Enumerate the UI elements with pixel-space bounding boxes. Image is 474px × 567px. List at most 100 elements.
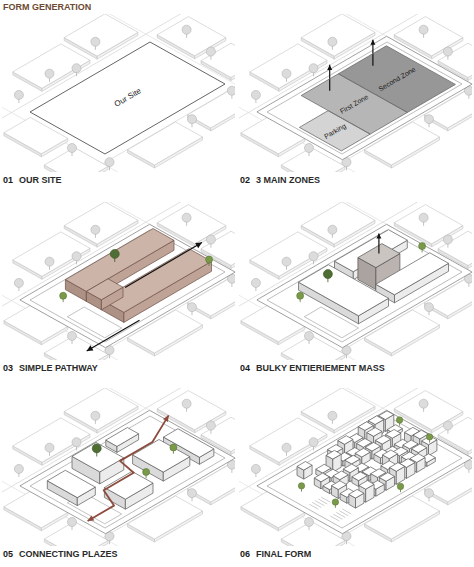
mass-top	[101, 249, 211, 313]
caption-text: CONNECTING PLAZES	[19, 550, 118, 559]
tree-crown	[14, 278, 23, 287]
context	[239, 202, 472, 360]
arrow-head	[163, 415, 169, 422]
tree-crown	[60, 292, 67, 299]
site-plate	[20, 410, 235, 533]
tree-crown	[91, 411, 100, 420]
zone-label: Our Site	[113, 87, 142, 109]
tree-crown	[323, 270, 332, 279]
tree-crown	[251, 90, 260, 99]
mass-top	[133, 440, 190, 473]
tree-crown	[188, 489, 197, 498]
mass-top	[367, 428, 382, 437]
caption-text: FINAL FORM	[256, 550, 311, 559]
tree-crown	[143, 469, 150, 476]
context	[239, 388, 472, 546]
mass-top	[343, 464, 358, 473]
mass-top	[386, 430, 401, 439]
mass-top	[297, 462, 312, 471]
site-outline	[30, 416, 225, 528]
tree-crown	[188, 115, 197, 124]
tree-crown	[91, 225, 100, 234]
parking-stall	[321, 497, 330, 502]
tree-crown	[68, 518, 77, 527]
zone-border	[30, 42, 225, 154]
tree-crown	[396, 417, 402, 423]
caption-number: 03	[3, 364, 13, 373]
tree-crown	[305, 518, 314, 527]
mass-top	[72, 442, 124, 472]
mass-top	[44, 148, 108, 173]
tree-crown	[206, 235, 215, 244]
mass-top	[86, 279, 123, 300]
tree-crown	[419, 25, 428, 34]
zone-block: Second Zone	[337, 44, 457, 114]
tree-crown	[72, 438, 81, 447]
tree-crown	[309, 64, 318, 73]
tree-crown	[282, 257, 291, 266]
mass-top	[379, 473, 394, 482]
mass-top	[413, 430, 428, 439]
mass-top	[332, 481, 347, 490]
mass-top	[375, 435, 390, 444]
mass-top	[47, 470, 95, 497]
tree-crown	[443, 235, 452, 244]
mass-top	[299, 265, 389, 316]
site-outline	[267, 230, 462, 342]
context	[2, 388, 235, 546]
zone-border	[338, 46, 455, 113]
tree-crown	[443, 421, 452, 430]
mass-top	[301, 388, 375, 430]
parking-stall	[342, 509, 351, 514]
tree-crown	[72, 64, 81, 73]
mass-top	[345, 455, 360, 464]
mass-top	[326, 450, 341, 459]
arrow-head	[370, 40, 375, 45]
zone-fill	[30, 42, 225, 154]
tree-crown	[419, 213, 428, 222]
mass-top	[106, 428, 139, 447]
site-plate	[20, 224, 235, 347]
tree-crown	[309, 252, 318, 261]
caption-text: SIMPLE PATHWAY	[19, 364, 98, 373]
plaza-route	[88, 415, 169, 521]
mass-top	[365, 442, 380, 451]
tree-crown	[45, 443, 54, 452]
arrow-head	[88, 515, 95, 521]
mass-top	[358, 422, 373, 431]
tree-crown	[328, 411, 337, 420]
tree-crown	[68, 144, 77, 153]
tree-crown	[332, 499, 338, 505]
tree-crown	[297, 292, 304, 299]
site-plate	[257, 224, 472, 347]
mass-top	[349, 489, 364, 498]
tree-crown	[282, 69, 291, 78]
tree-crown	[92, 444, 101, 453]
mass-top	[333, 471, 348, 480]
tree-crown	[14, 90, 23, 99]
arrow-head	[376, 234, 381, 239]
tree-crown	[425, 303, 434, 312]
caption-text: BULKY ENTIERIEMENT MASS	[256, 364, 385, 373]
arrow-head	[87, 345, 94, 351]
tree-crown	[182, 213, 191, 222]
tree-crown	[45, 69, 54, 78]
arrow-line	[125, 243, 202, 288]
mass-top	[314, 473, 329, 482]
mass-top	[359, 481, 374, 490]
mass-top	[338, 436, 353, 445]
diagram-title: FORM GENERATION	[3, 3, 91, 12]
arrow-head	[195, 243, 202, 249]
mass-top	[64, 14, 138, 56]
tree-crown	[419, 243, 426, 250]
tree-crown	[328, 37, 337, 46]
zone-label: Parking	[323, 122, 347, 140]
street-line	[2, 454, 163, 546]
tree-crown	[443, 47, 452, 56]
tree-crown	[105, 158, 114, 167]
tree-crown	[298, 483, 304, 489]
caption-text: OUR SITE	[19, 176, 62, 185]
site-block: Our Site	[29, 41, 226, 155]
tree-crown	[282, 443, 291, 452]
tree-crown	[419, 399, 428, 408]
